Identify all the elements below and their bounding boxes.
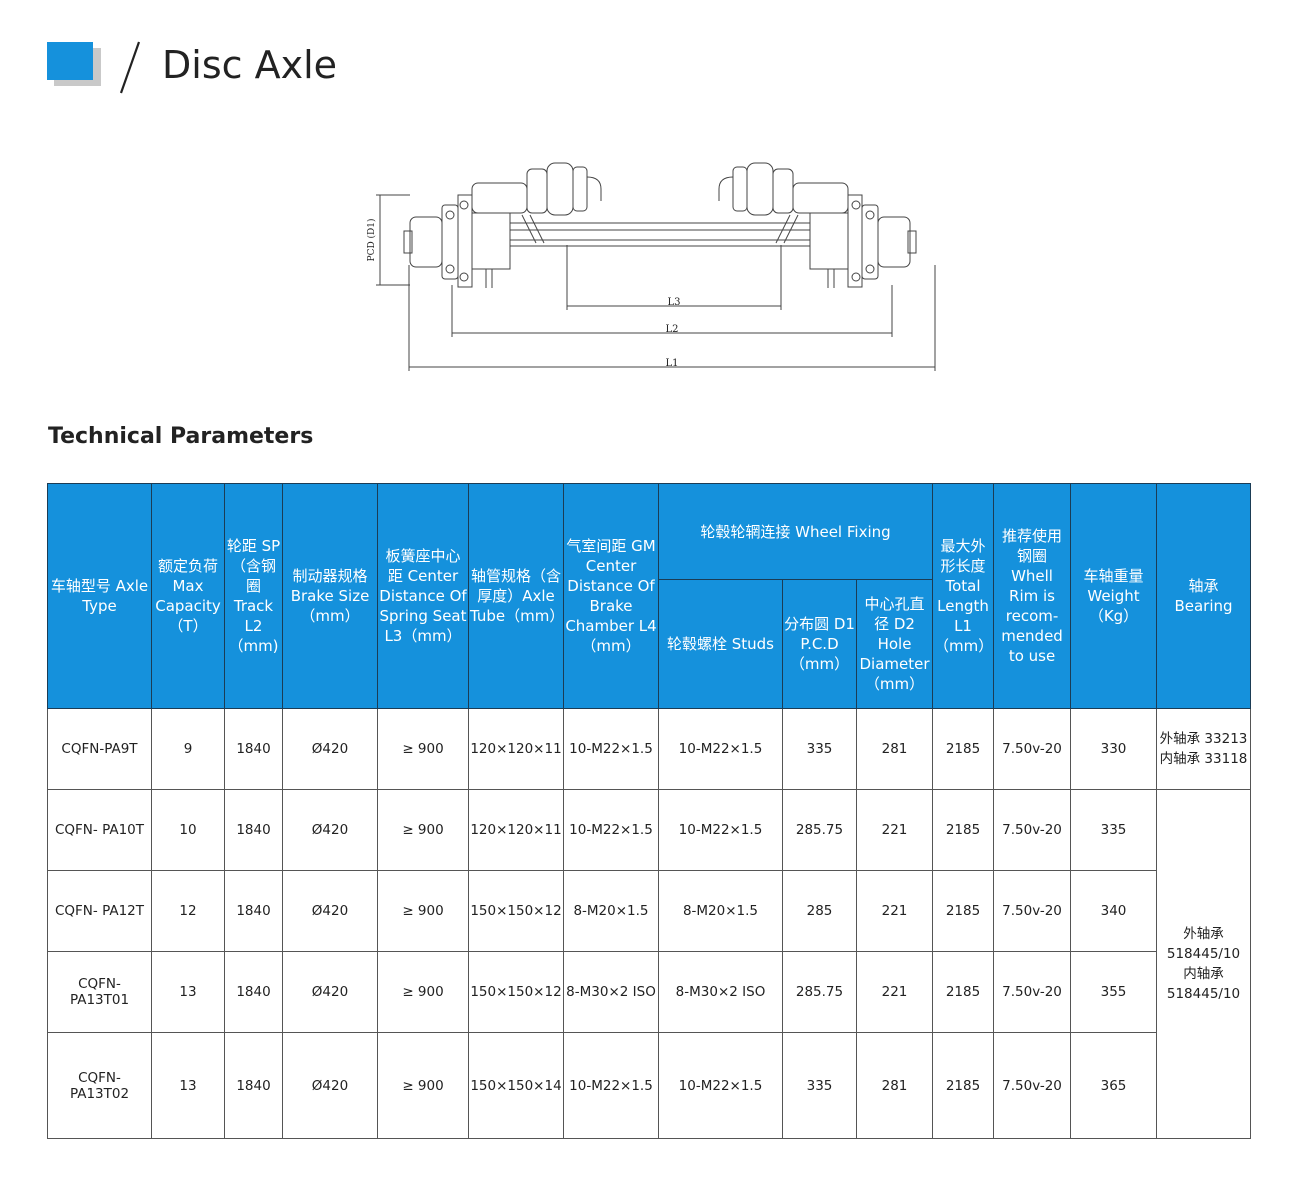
cell-length: 2185 [932, 1032, 995, 1139]
header-studs: 轮毂螺栓 Studs [658, 579, 783, 709]
cell-track: 1840 [224, 789, 283, 871]
cell-spring: ≥ 900 [377, 708, 469, 790]
cell-capacity: 13 [151, 951, 225, 1033]
table-row: CQFN-PA9T 9 1840 Ø420 ≥ 900 120×120×11 1… [47, 708, 1252, 790]
cell-track: 1840 [224, 951, 283, 1033]
header-track: 轮距 SP（含钢圈 Track L2（mm) [224, 483, 283, 709]
header-pcd: 分布圆 D1 P.C.D（mm） [782, 579, 857, 709]
cell-brake: Ø420 [282, 708, 378, 790]
page-header: Disc Axle [0, 0, 1300, 110]
label-l3: L3 [667, 297, 680, 308]
cell-studs: 10-M22×1.5 [658, 789, 783, 871]
cell-studs: 10-M22×1.5 [658, 1032, 783, 1139]
parameters-table: 车轴型号 Axle Type 额定负荷 Max Capacity（T） 轮距 S… [47, 483, 1252, 1139]
table-row: CQFN- PA10T 10 1840 Ø420 ≥ 900 120×120×1… [47, 789, 1252, 1139]
cell-gm: 8-M30×2 ISO [563, 951, 659, 1033]
cell-brake: Ø420 [282, 870, 378, 952]
cell-track: 1840 [224, 870, 283, 952]
header-gm-center: 气室间距 GM Center Distance Of Brake Chamber… [563, 483, 659, 709]
header-max-capacity: 额定负荷 Max Capacity（T） [151, 483, 225, 709]
cell-brake: Ø420 [282, 951, 378, 1033]
cell-type: CQFN-PA13T02 [47, 1032, 152, 1139]
cell-weight: 330 [1070, 708, 1158, 790]
cell-length: 2185 [932, 708, 995, 790]
label-l2: L2 [665, 324, 678, 335]
cell-hole: 221 [855, 951, 934, 1033]
header-hole-diameter: 中心孔直径 D2 Hole Diameter（mm） [855, 579, 934, 709]
cell-length: 2185 [932, 951, 995, 1033]
cell-capacity: 9 [151, 708, 225, 790]
cell-tube: 150×150×12 [468, 870, 564, 952]
page-title: Disc Axle [162, 43, 338, 87]
cell-studs: 8-M30×2 ISO [658, 951, 783, 1033]
table-row: CQFN-PA13T01 13 1840 Ø420 ≥ 900 150×150×… [47, 951, 1251, 1033]
header-bearing: 轴承 Bearing [1156, 483, 1252, 709]
cell-track: 1840 [224, 708, 283, 790]
cell-hole: 221 [855, 870, 934, 952]
cell-pcd: 285.75 [782, 951, 857, 1033]
cell-spring: ≥ 900 [377, 951, 469, 1033]
cell-rim: 7.50v-20 [993, 708, 1072, 790]
cell-bearing: 外轴承 518445/10 内轴承 518445/10 [1156, 789, 1252, 1139]
cell-spring: ≥ 900 [377, 870, 469, 952]
cell-weight: 365 [1070, 1032, 1158, 1139]
cell-capacity: 10 [151, 789, 225, 871]
table-row: CQFN- PA12T 12 1840 Ø420 ≥ 900 150×150×1… [47, 870, 1251, 952]
cell-hole: 221 [855, 789, 934, 871]
cell-gm: 10-M22×1.5 [563, 708, 659, 790]
cell-spring: ≥ 900 [377, 789, 469, 871]
label-pcd: PCD (D1) [366, 219, 377, 262]
cell-gm: 10-M22×1.5 [563, 1032, 659, 1139]
cell-rim: 7.50v-20 [993, 951, 1072, 1033]
title-slash-icon [119, 41, 141, 94]
cell-pcd: 285 [782, 870, 857, 952]
cell-hole: 281 [855, 708, 934, 790]
section-title: Technical Parameters [48, 424, 314, 449]
cell-length: 2185 [932, 789, 995, 871]
cell-tube: 150×150×14 [468, 1032, 564, 1139]
header-spring-seat: 板簧座中心距 Center Distance Of Spring Seat L3… [377, 483, 469, 709]
header-axle-type: 车轴型号 Axle Type [47, 483, 152, 709]
cell-weight: 355 [1070, 951, 1158, 1033]
cell-pcd: 285.75 [782, 789, 857, 871]
cell-studs: 8-M20×1.5 [658, 870, 783, 952]
cell-rim: 7.50v-20 [993, 1032, 1072, 1139]
cell-tube: 120×120×11 [468, 789, 564, 871]
cell-spring: ≥ 900 [377, 1032, 469, 1139]
header-weight: 车轴重量 Weight（Kg） [1070, 483, 1158, 709]
axle-drawing: L3 L2 L1 PCD (D1) [366, 162, 936, 371]
cell-gm: 10-M22×1.5 [563, 789, 659, 871]
cell-gm: 8-M20×1.5 [563, 870, 659, 952]
cell-weight: 335 [1070, 789, 1158, 871]
cell-hole: 281 [855, 1032, 934, 1139]
cell-type: CQFN-PA13T01 [47, 951, 152, 1033]
cell-track: 1840 [224, 1032, 283, 1139]
cell-rim: 7.50v-20 [993, 789, 1072, 871]
cell-type: CQFN-PA9T [47, 708, 152, 790]
cell-capacity: 13 [151, 1032, 225, 1139]
cell-type: CQFN- PA10T [47, 789, 152, 871]
header-brake-size: 制动器规格 Brake Size（mm） [282, 483, 378, 709]
header-total-length: 最大外形长度 Total Length L1（mm） [932, 483, 995, 709]
cell-brake: Ø420 [282, 789, 378, 871]
cell-pcd: 335 [782, 1032, 857, 1139]
title-square-icon [47, 42, 93, 80]
cell-type: CQFN- PA12T [47, 870, 152, 952]
label-l1: L1 [665, 358, 678, 369]
header-wheel-rim: 推荐使用钢圈 Whell Rim is recom-mended to use [993, 483, 1072, 709]
cell-tube: 120×120×11 [468, 708, 564, 790]
table-row: CQFN-PA13T02 13 1840 Ø420 ≥ 900 150×150×… [47, 1032, 1251, 1139]
cell-studs: 10-M22×1.5 [658, 708, 783, 790]
cell-weight: 340 [1070, 870, 1158, 952]
cell-capacity: 12 [151, 870, 225, 952]
cell-brake: Ø420 [282, 1032, 378, 1139]
cell-pcd: 335 [782, 708, 857, 790]
cell-rim: 7.50v-20 [993, 870, 1072, 952]
cell-length: 2185 [932, 870, 995, 952]
cell-bearing: 外轴承 33213 内轴承 33118 [1156, 708, 1252, 790]
header-wheel-fixing: 轮毂轮辋连接 Wheel Fixing [657, 483, 934, 580]
header-axle-tube: 轴管规格（含厚度）Axle Tube（mm） [468, 483, 564, 709]
cell-tube: 150×150×12 [468, 951, 564, 1033]
